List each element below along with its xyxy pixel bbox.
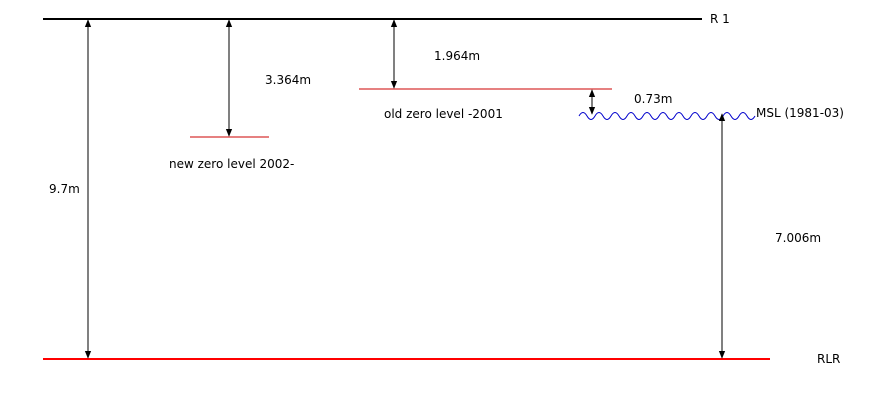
dim-label-r1-old-zero: 1.964m <box>434 49 480 63</box>
msl-wave-line <box>578 112 756 120</box>
rlr-label: RLR <box>817 352 840 366</box>
dim-label-msl-rlr: 7.006m <box>775 231 821 245</box>
old-zero-level-label: old zero level -2001 <box>384 107 503 121</box>
dim-label-r1-new-zero: 3.364m <box>265 73 311 87</box>
new-zero-level-label: new zero level 2002- <box>169 157 294 171</box>
r1-label: R 1 <box>710 12 730 26</box>
msl-label: MSL (1981-03) <box>756 106 844 120</box>
dim-label-r1-rlr: 9.7m <box>49 182 80 196</box>
dim-label-old-zero-msl: 0.73m <box>634 92 672 106</box>
